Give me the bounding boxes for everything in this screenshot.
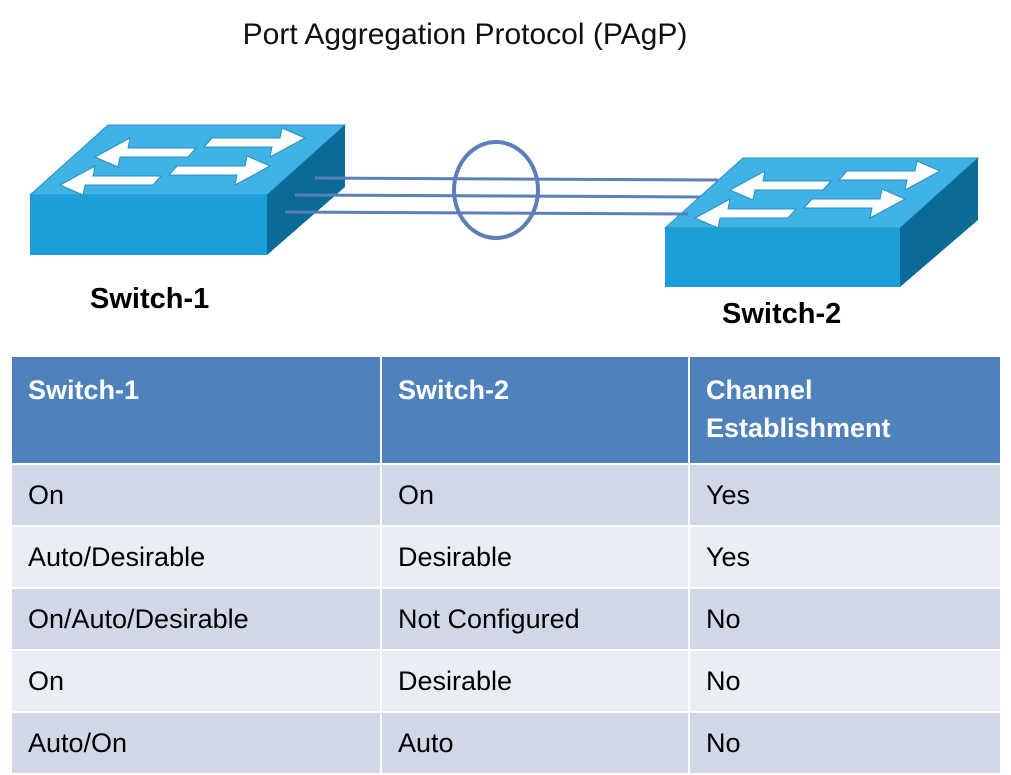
- cell-channel: No: [688, 587, 1002, 651]
- cell-channel: No: [688, 649, 1002, 713]
- cell-switch-1: On: [10, 463, 382, 527]
- cell-channel: Yes: [688, 463, 1002, 527]
- cell-switch-2: Desirable: [380, 525, 690, 589]
- table-row: Auto/Desirable Desirable Yes: [10, 525, 1002, 589]
- etherchannel-links: [284, 176, 719, 216]
- topology-diagram: [28, 124, 980, 287]
- table-row: On On Yes: [10, 463, 1002, 527]
- header-switch-2: Switch-2: [380, 355, 690, 465]
- cell-switch-2: On: [380, 463, 690, 527]
- cell-switch-2: Not Configured: [380, 587, 690, 651]
- bundle-ring-icon: [452, 140, 540, 240]
- table-header-row: Switch-1 Switch-2 Channel Establishment: [10, 355, 1002, 465]
- cell-switch-1: On/Auto/Desirable: [10, 587, 382, 651]
- cell-switch-1: Auto/Desirable: [10, 525, 382, 589]
- switch-1-label: Switch-1: [90, 283, 210, 315]
- cell-channel: No: [688, 711, 1002, 775]
- pagp-table: Switch-1 Switch-2 Channel Establishment …: [10, 355, 1002, 775]
- header-channel-establishment: Channel Establishment: [688, 355, 1002, 465]
- switch-1-icon: [28, 124, 347, 255]
- cell-switch-1: Auto/On: [10, 711, 382, 775]
- header-switch-1: Switch-1: [10, 355, 382, 465]
- table-row: On Desirable No: [10, 649, 1002, 713]
- cell-channel: Yes: [688, 525, 1002, 589]
- switch-2-label: Switch-2: [722, 298, 842, 330]
- table-row: Auto/On Auto No: [10, 711, 1002, 775]
- cell-switch-2: Desirable: [380, 649, 690, 713]
- page-title: Port Aggregation Protocol (PAgP): [242, 18, 688, 51]
- table-row: On/Auto/Desirable Not Configured No: [10, 587, 1002, 651]
- switch-2-icon: [663, 157, 980, 287]
- cell-switch-2: Auto: [380, 711, 690, 775]
- cell-switch-1: On: [10, 649, 382, 713]
